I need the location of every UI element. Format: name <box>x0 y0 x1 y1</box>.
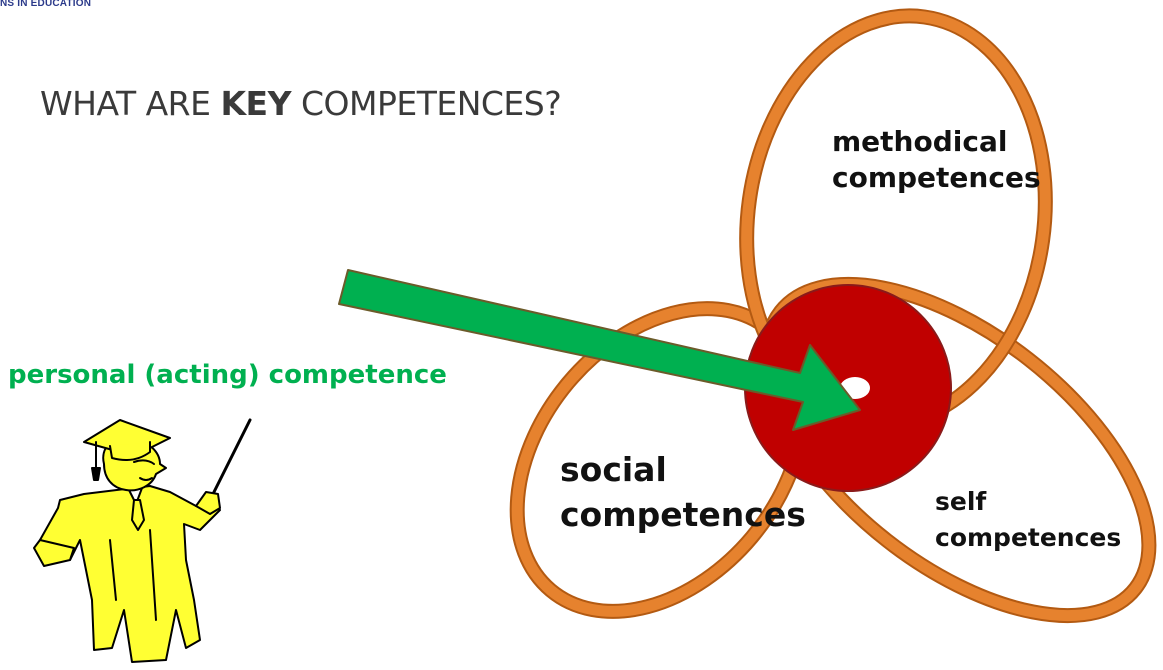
methodical-line2: competences <box>832 161 1041 195</box>
self-line1: self <box>935 487 987 516</box>
title-after: COMPETENCES? <box>290 84 562 123</box>
methodical-competences-label: methodical competences <box>832 124 1041 197</box>
social-competences-label: social competences <box>560 448 806 538</box>
professor-with-pointer-icon <box>33 418 252 663</box>
personal-competence-label: personal (acting) competence <box>8 360 447 390</box>
self-competences-label: self competences <box>935 484 1121 557</box>
methodical-line1: methodical <box>832 125 1008 158</box>
green-arrow <box>338 269 861 431</box>
social-line1: social <box>560 450 667 489</box>
self-line2: competences <box>935 523 1122 553</box>
slide-title: WHAT ARE KEY COMPETENCES? <box>40 84 562 123</box>
social-line2: competences <box>560 494 806 534</box>
title-before: WHAT ARE <box>40 84 221 123</box>
header-logo-text: NS IN EDUCATION <box>0 0 92 9</box>
title-key-word: KEY <box>220 84 291 123</box>
